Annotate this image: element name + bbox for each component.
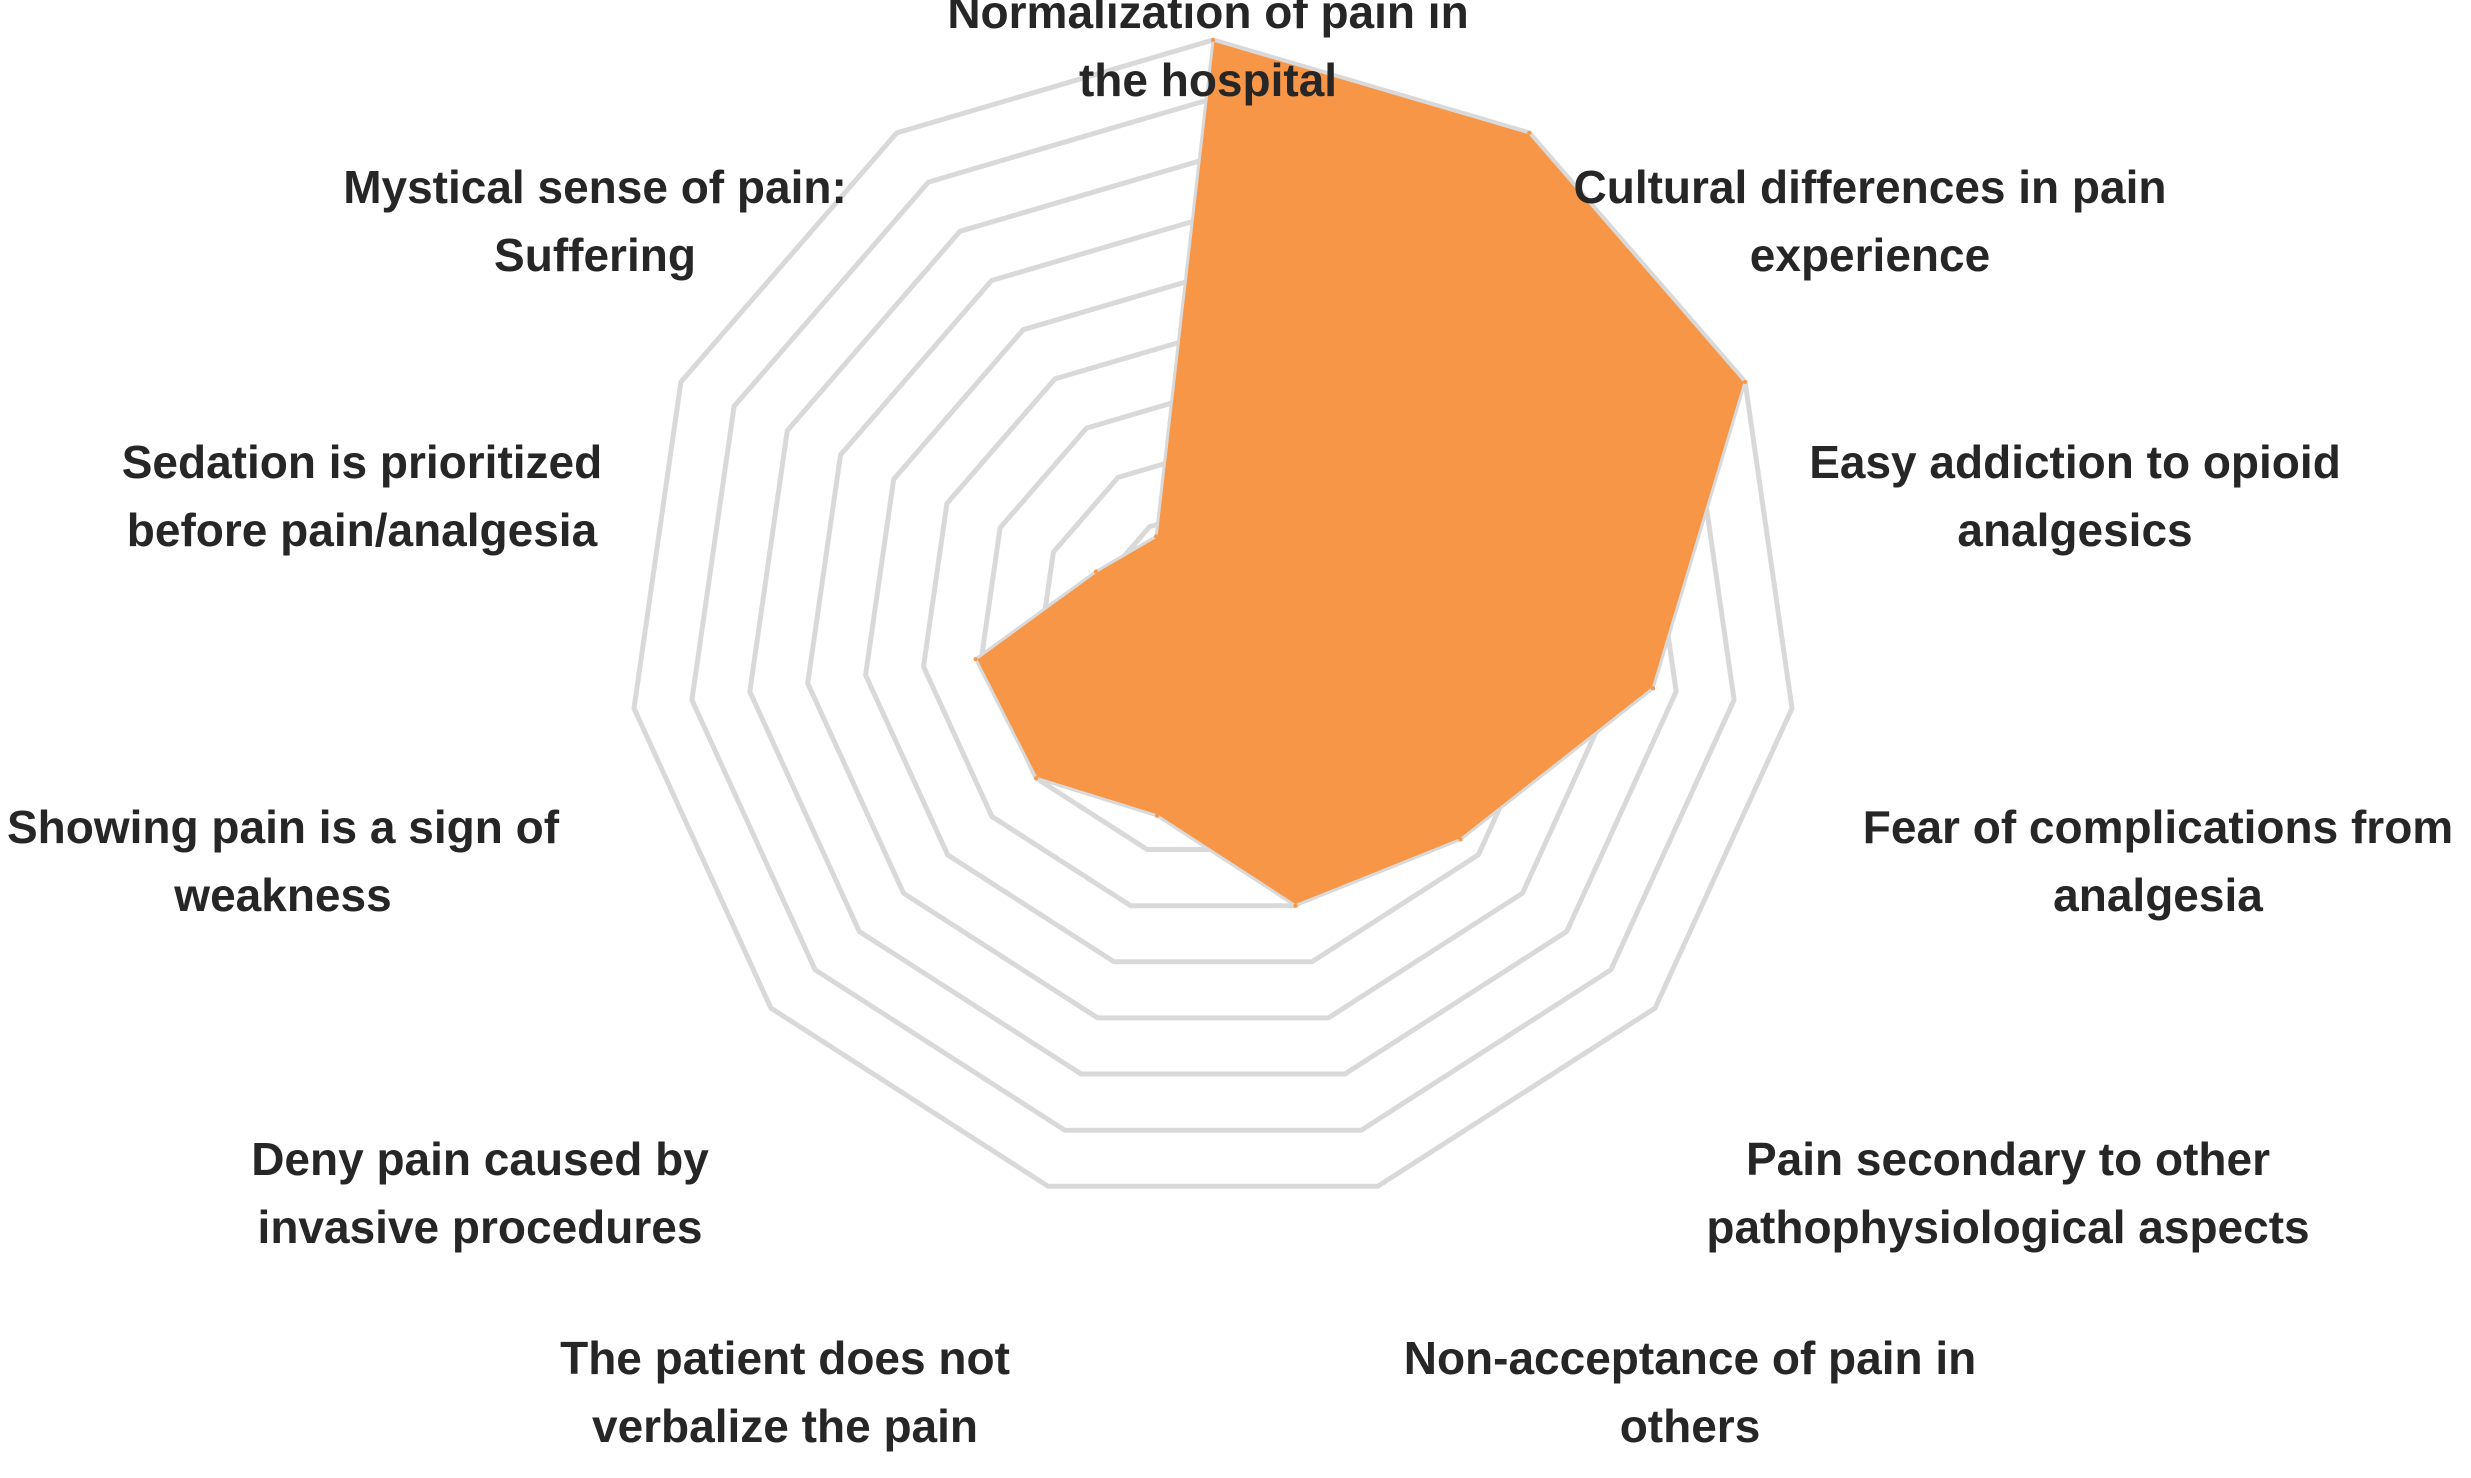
category-label-line: Sedation is prioritized (122, 436, 603, 488)
category-label-line: before pain/analgesia (127, 504, 598, 556)
category-label-9: Sedation is prioritized before pain/analg… (122, 436, 603, 556)
data-point-3 (1651, 686, 1656, 691)
category-label-line: invasive procedures (258, 1201, 703, 1253)
category-label-line: analgesics (1957, 504, 2192, 556)
category-label-line: Fear of complications from (1863, 801, 2453, 853)
data-point-4 (1458, 837, 1463, 842)
category-label-line: experience (1750, 229, 1990, 281)
category-label-line: others (1620, 1400, 1761, 1452)
series-area-0 (974, 38, 1747, 908)
data-point-7 (1034, 776, 1039, 781)
data-point-10 (1154, 534, 1159, 539)
category-label-2: Easy addiction to opioid analgesics (1809, 436, 2341, 556)
data-point-0 (1211, 38, 1215, 42)
category-label-4: Pain secondary to other pathophysiologica… (1706, 1133, 2309, 1253)
category-label-line: Non-acceptance of pain in (1404, 1332, 1977, 1384)
category-label-5: Non-acceptance of pain in others (1404, 1332, 1977, 1452)
category-label-line: verbalize the pain (592, 1400, 978, 1452)
category-label-line: Normalization of pain in (947, 0, 1468, 38)
category-label-line: Suffering (494, 229, 696, 281)
category-label-line: Deny pain caused by (251, 1133, 709, 1185)
category-label-3: Fear of complications from analgesia (1863, 801, 2453, 921)
data-point-8 (973, 657, 978, 662)
category-labels: Normalization of pain in the hospitalCult… (7, 0, 2453, 1452)
category-label-line: weakness (173, 869, 391, 921)
category-label-1: Cultural differences in pain experience (1574, 161, 2167, 281)
category-label-line: pathophysiological aspects (1706, 1201, 2309, 1253)
category-label-line: the hospital (1079, 54, 1337, 106)
data-point-6 (1155, 813, 1159, 818)
data-point-5 (1293, 903, 1298, 908)
data-point-2 (1743, 380, 1748, 384)
radar-series (973, 38, 1748, 908)
category-label-7: Deny pain caused by invasive procedures (251, 1133, 709, 1253)
category-label-8: Showing pain is a sign of weakness (7, 801, 560, 921)
category-label-line: Cultural differences in pain (1574, 161, 2167, 213)
category-label-line: analgesia (2053, 869, 2263, 921)
data-point-9 (1093, 569, 1098, 574)
category-label-line: Pain secondary to other (1746, 1133, 2270, 1185)
category-label-line: Easy addiction to opioid (1809, 436, 2341, 488)
category-label-line: The patient does not (560, 1332, 1010, 1384)
category-label-line: Mystical sense of pain: (343, 161, 847, 213)
category-label-10: Mystical sense of pain: Suffering (343, 161, 847, 281)
data-point-1 (1527, 130, 1532, 135)
category-label-line: Showing pain is a sign of (7, 801, 560, 853)
category-label-0: Normalization of pain in the hospital (947, 0, 1468, 106)
category-label-6: The patient does not verbalize the pain (560, 1332, 1010, 1452)
